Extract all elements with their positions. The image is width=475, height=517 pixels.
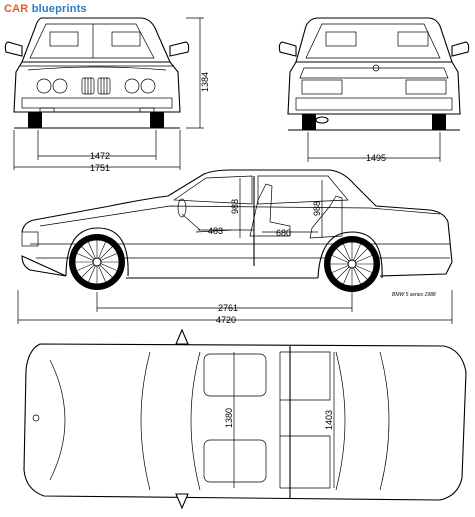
front-wheel: [69, 234, 125, 290]
front-dimension-lines: [13, 17, 204, 170]
top-dimension-lines: [233, 352, 335, 488]
rear-headroom-label: 988: [312, 201, 322, 216]
rear-shoulder-width-label: 1403: [324, 410, 334, 430]
overall-width-label: 1751: [90, 163, 110, 173]
front-track-label: 1472: [90, 151, 110, 161]
brand-logo: CAR blueprints: [4, 3, 87, 15]
wheelbase-label: 2761: [218, 303, 238, 313]
brand-logo-part2: blueprints: [31, 3, 87, 15]
overall-length-label: 4720: [216, 315, 236, 325]
top-view: [23, 328, 467, 510]
brand-logo-part1: CAR: [4, 3, 29, 15]
front-shoulder-width-label: 1380: [224, 408, 234, 428]
rear-dimension-lines: [307, 132, 441, 162]
side-view: [21, 169, 453, 292]
height-label: 1384: [200, 72, 210, 92]
side-interior-dimension-lines: [198, 178, 323, 238]
rear-view: [278, 17, 470, 131]
front-headroom-label: 988: [230, 199, 240, 214]
rear-legroom-label: 680: [276, 228, 291, 238]
front-seat-depth-label: 483: [208, 226, 223, 236]
front-view: [4, 17, 190, 129]
rear-track-label: 1495: [366, 153, 386, 163]
rear-wheel: [324, 236, 380, 292]
side-dimension-lines: [17, 290, 453, 324]
signature: BMW 5 series 1988: [392, 292, 436, 298]
